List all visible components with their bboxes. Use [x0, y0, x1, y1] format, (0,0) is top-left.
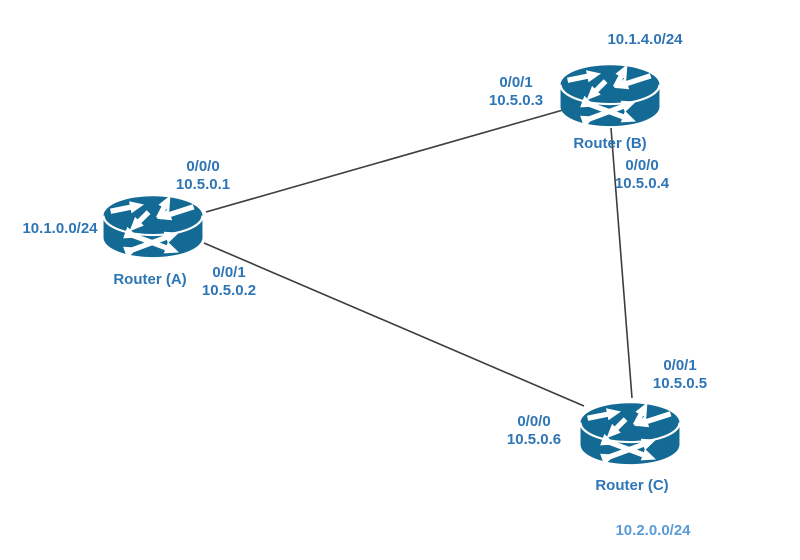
interface-label-b-0-0-0: 0/0/0 10.5.0.4	[615, 157, 669, 193]
interface-port: 0/0/0	[625, 157, 659, 174]
interface-label-c-0-0-0: 0/0/0 10.5.0.6	[507, 413, 561, 449]
router-c-icon	[577, 396, 683, 474]
interface-ip: 10.5.0.6	[506, 431, 562, 448]
router-c-name: Router (C)	[595, 477, 669, 494]
interface-ip: 10.5.0.2	[201, 282, 257, 299]
interface-port: 0/0/0	[186, 158, 220, 175]
network-label-a: 10.1.0.0/24	[22, 220, 98, 237]
interface-ip: 10.5.0.3	[488, 92, 544, 109]
router-b-name: Router (B)	[573, 135, 647, 152]
network-label-c: 10.2.0.0/24	[615, 522, 691, 539]
interface-ip: 10.5.0.4	[614, 175, 670, 192]
link-b-c	[610, 127, 633, 399]
interface-ip: 10.5.0.5	[652, 375, 708, 392]
link-a-c	[203, 242, 585, 407]
interface-label-a-0-0-1: 0/0/1 10.5.0.2	[202, 264, 256, 300]
network-label-b: 10.1.4.0/24	[607, 31, 683, 48]
interface-label-a-0-0-0: 0/0/0 10.5.0.1	[176, 158, 230, 194]
link-a-b	[205, 109, 564, 213]
interface-label-c-0-0-1: 0/0/1 10.5.0.5	[653, 357, 707, 393]
router-a-icon	[100, 189, 206, 267]
interface-label-b-0-0-1: 0/0/1 10.5.0.3	[489, 74, 543, 110]
router-b-icon	[557, 58, 663, 136]
interface-port: 0/0/1	[663, 357, 697, 374]
interface-port: 0/0/1	[499, 74, 533, 91]
interface-ip: 10.5.0.1	[175, 176, 231, 193]
interface-port: 0/0/0	[517, 413, 551, 430]
router-a-name: Router (A)	[113, 271, 187, 288]
interface-port: 0/0/1	[212, 264, 246, 281]
